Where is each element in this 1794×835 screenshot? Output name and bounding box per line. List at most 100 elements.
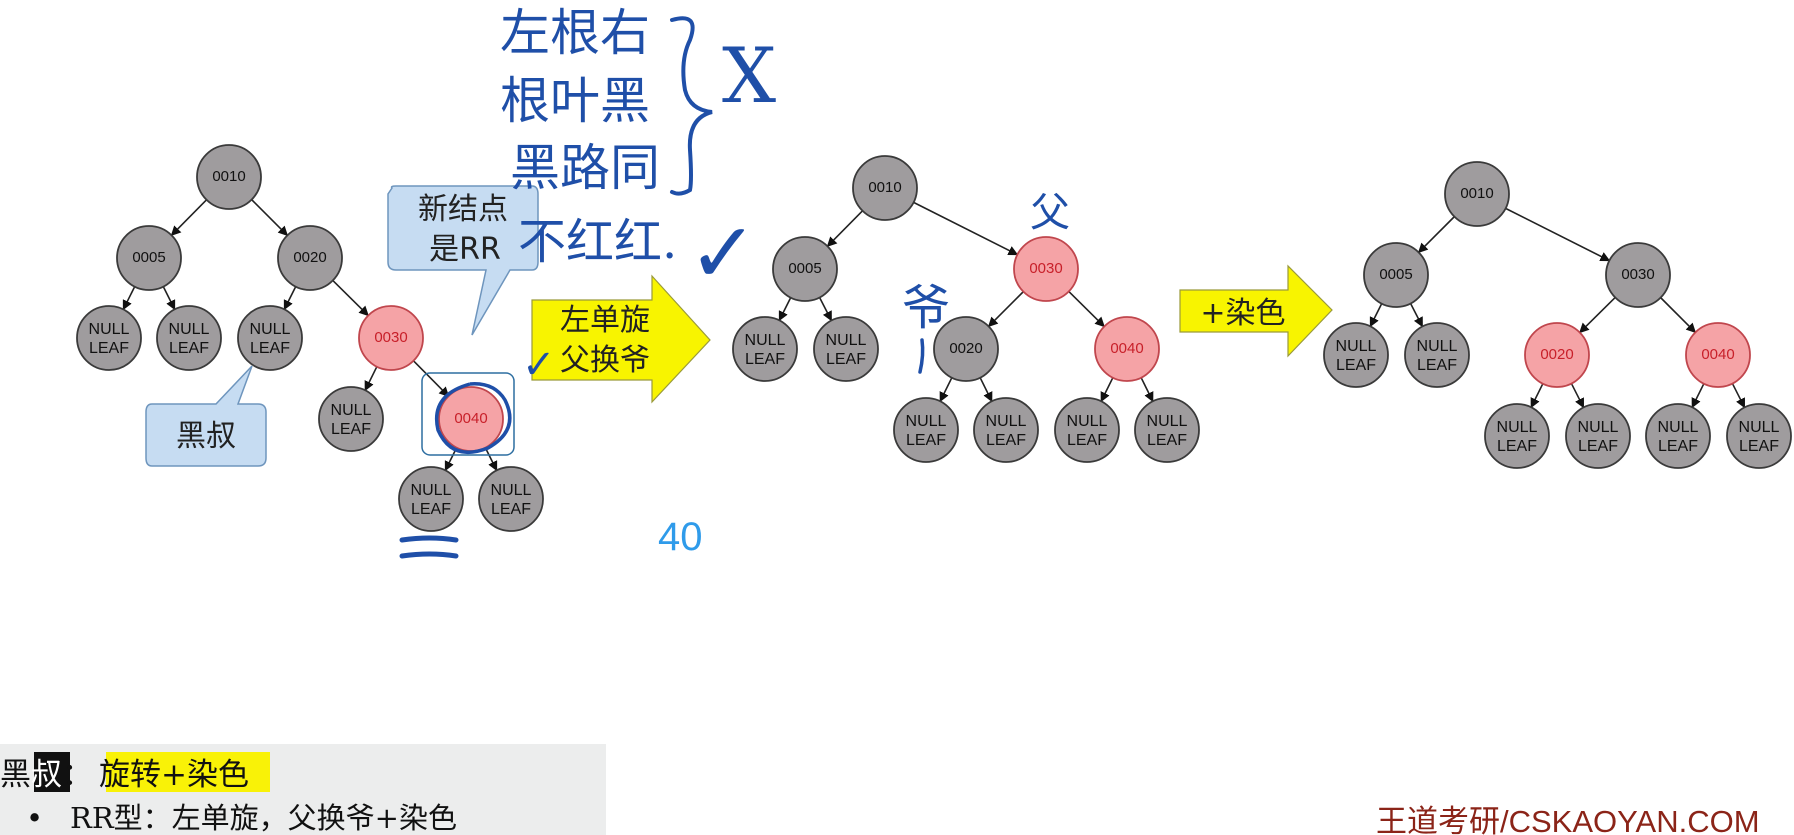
null-leaf-label-top: NULL xyxy=(1067,413,1108,430)
node-key-label: 0030 xyxy=(1621,266,1654,283)
node-circle xyxy=(1645,403,1711,469)
null-leaf-label-top: NULL xyxy=(986,413,1027,430)
null-leaf-label-bottom: LEAF xyxy=(1147,432,1187,449)
node-circle xyxy=(1323,322,1389,388)
black-node: 0010 xyxy=(852,155,918,221)
tree-edge xyxy=(1417,216,1455,254)
black-node: NULL LEAF xyxy=(732,316,798,382)
hand-parent-label: 父 xyxy=(1030,190,1070,236)
node-circle xyxy=(1134,397,1200,463)
black-node: 0030 xyxy=(1605,242,1671,308)
node-circle xyxy=(237,305,303,371)
brand-watermark: 王道考研/CSKAOYAN.COM xyxy=(1376,804,1760,835)
hand-circle xyxy=(435,382,512,454)
node-circle xyxy=(732,316,798,382)
null-leaf-label-top: NULL xyxy=(1336,338,1377,355)
hand-check: ✓ xyxy=(688,204,758,302)
black-node: NULL LEAF xyxy=(1484,403,1550,469)
tree-edge xyxy=(1660,297,1697,334)
black-node: 0005 xyxy=(1363,242,1429,308)
arrow-rotate: 左单旋 父换爷 xyxy=(531,274,711,404)
node-circle xyxy=(973,397,1039,463)
footer-colon: ： xyxy=(62,757,93,793)
hand-brace xyxy=(670,16,713,196)
arrow-recolor-text: +染色 xyxy=(1200,296,1285,331)
node-circle xyxy=(1726,403,1792,469)
node-circle xyxy=(772,236,838,302)
node-circle xyxy=(1404,322,1470,388)
null-leaf-label-bottom: LEAF xyxy=(1739,438,1779,455)
tree-edge xyxy=(1530,383,1544,409)
tree-edge xyxy=(913,201,1019,256)
hand-underline-1 xyxy=(399,535,459,543)
callout-black-uncle-bubble xyxy=(145,365,267,467)
hand-rule-3: 黑路同 xyxy=(510,139,660,197)
tree-edge xyxy=(364,366,378,392)
tree-edge xyxy=(122,286,136,311)
null-leaf-label-bottom: LEAF xyxy=(1658,438,1698,455)
null-leaf-label-bottom: LEAF xyxy=(826,351,866,368)
node-circle xyxy=(1484,403,1550,469)
callout-new-node-line2: 是RR xyxy=(429,232,501,267)
node-circle xyxy=(318,386,384,452)
footer-panel xyxy=(0,744,606,835)
null-leaf-label-top: NULL xyxy=(1497,419,1538,436)
node-key-label: 0005 xyxy=(1379,266,1412,283)
node-circle xyxy=(478,466,544,532)
tree-edge xyxy=(1369,303,1383,328)
node-circle xyxy=(76,305,142,371)
black-node: 0020 xyxy=(933,316,999,382)
footer-bullet: • xyxy=(26,801,43,835)
black-node: 0005 xyxy=(772,236,838,302)
node-circle xyxy=(277,225,343,291)
node-key-label: 0030 xyxy=(374,329,407,346)
null-leaf-label-bottom: LEAF xyxy=(745,351,785,368)
footer-line-1: 黑叔：旋转+染色 xyxy=(0,757,249,793)
footer-prefix: 黑 xyxy=(0,757,31,793)
tree-edge xyxy=(1505,207,1611,262)
null-leaf-label-top: NULL xyxy=(1417,338,1458,355)
node-circle xyxy=(196,144,262,210)
null-leaf-label-top: NULL xyxy=(906,413,947,430)
tree-edge xyxy=(1691,383,1705,409)
tree-edge xyxy=(818,297,832,322)
node-circle xyxy=(813,316,879,382)
black-node: 0010 xyxy=(196,144,262,210)
tree-edge xyxy=(1068,290,1105,328)
tree-edge xyxy=(332,279,369,317)
node-circle xyxy=(1013,236,1079,302)
null-leaf-label-bottom: LEAF xyxy=(331,421,371,438)
node-circle xyxy=(1054,397,1120,463)
node-key-label: 0010 xyxy=(212,168,245,185)
black-node: 0005 xyxy=(116,225,182,291)
tree-edge xyxy=(1100,377,1114,403)
black-node: 0020 xyxy=(277,225,343,291)
node-key-label: 0020 xyxy=(1540,346,1573,363)
footer-method: 旋转+染色 xyxy=(99,757,249,793)
null-leaf-label-bottom: LEAF xyxy=(250,340,290,357)
tree-edge xyxy=(1570,383,1584,409)
node-circle xyxy=(358,305,424,371)
node-circle xyxy=(1685,322,1751,388)
node-circle xyxy=(1094,316,1160,382)
tree-edge xyxy=(939,377,953,403)
null-leaf-label-top: NULL xyxy=(745,332,786,349)
null-leaf-label-bottom: LEAF xyxy=(1497,438,1537,455)
node-circle xyxy=(156,305,222,371)
step-number: 40 xyxy=(658,515,703,559)
null-leaf-label-bottom: LEAF xyxy=(491,501,531,518)
node-key-label: 0010 xyxy=(1460,185,1493,202)
tree-edge xyxy=(162,286,176,311)
node-circle xyxy=(1524,322,1590,388)
callout-black-uncle: 黑叔 xyxy=(145,365,267,467)
hand-rule-2: 根叶黑 xyxy=(500,72,650,130)
